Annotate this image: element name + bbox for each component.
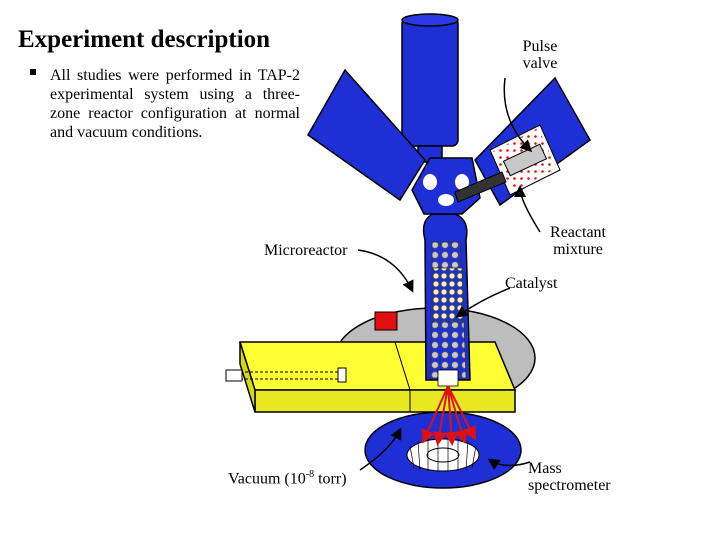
vacuum-label-exponent: -8 <box>305 469 315 480</box>
reactant-label-line1: Reactant <box>550 224 606 241</box>
outflow-arrows <box>421 385 476 446</box>
catalyst-arrow <box>455 287 511 318</box>
slide-title: Experiment description <box>18 26 271 53</box>
bullet-item: All studies were performed in TAP-2 expe… <box>30 66 300 142</box>
pulse-valve-label-line2: valve <box>522 55 558 72</box>
microreactor-tube <box>422 213 471 387</box>
mass-spectrometer <box>364 411 522 489</box>
microreactor-label: Microreactor <box>264 242 348 259</box>
microreactor-arrow <box>357 249 414 293</box>
mass-label-line2: spectrometer <box>528 477 611 494</box>
bullet-text: All studies were performed in TAP-2 expe… <box>50 67 300 141</box>
mass-spectrometer-label: Mass spectrometer <box>528 460 611 494</box>
reactant-label-line2: mixture <box>553 241 603 258</box>
catalyst-label: Catalyst <box>505 275 558 292</box>
reactant-mixture-label: Reactant mixture <box>538 224 618 258</box>
thermocouple-icon <box>374 311 398 331</box>
vacuum-label-suffix: torr) <box>314 470 347 488</box>
bullet-icon <box>30 69 36 75</box>
pulse-valve-label-line1: Pulse <box>522 38 558 55</box>
pulse-valve-arrow <box>503 77 533 153</box>
pulse-valve-manifold <box>307 13 591 215</box>
pulse-valve-label: Pulse valve <box>510 38 570 72</box>
vacuum-label-prefix: Vacuum (10 <box>228 470 306 488</box>
vacuum-arrow <box>359 427 402 471</box>
reactant-mixture-arrow <box>514 185 541 233</box>
vacuum-label: Vacuum (10-8 torr) <box>228 466 347 487</box>
mass-spectrometer-arrow <box>487 458 531 470</box>
mass-label-line1: Mass <box>528 460 562 477</box>
